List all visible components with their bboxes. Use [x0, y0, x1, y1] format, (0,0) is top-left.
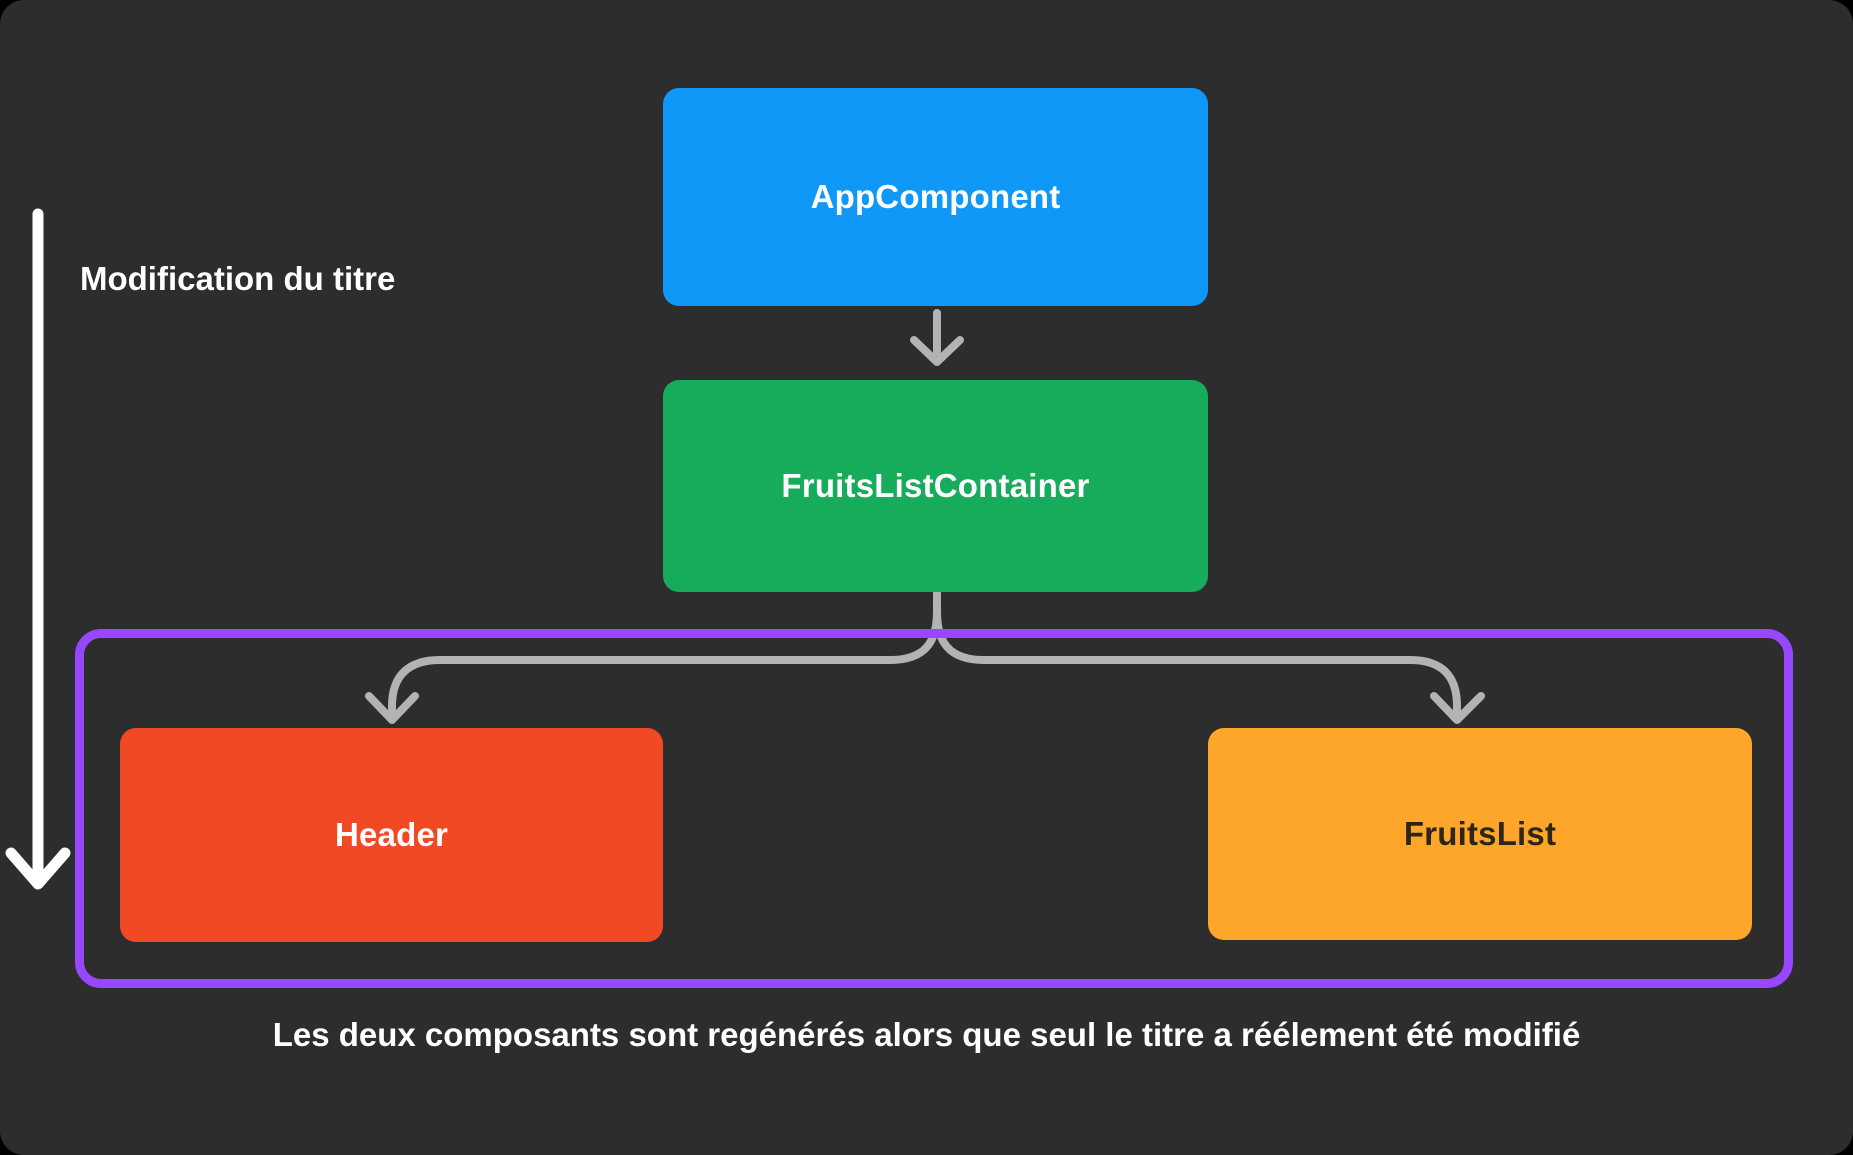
node-fruitslist: FruitsList [1208, 728, 1752, 940]
container-to-fruitslist-arrow-head [1430, 692, 1485, 724]
container-to-header-arrow-head [365, 692, 419, 724]
node-fruitslistcontainer: FruitsListContainer [663, 380, 1208, 592]
bottom-caption: Les deux composants sont regénérés alors… [272, 1016, 1581, 1053]
modification-arrow-head [5, 847, 71, 890]
node-fruitslist-label: FruitsList [1403, 815, 1557, 852]
app-to-container-arrow [910, 309, 964, 366]
node-appcomponent-label: AppComponent [810, 178, 1061, 215]
node-header: Header [120, 728, 663, 942]
modification-arrow [5, 208, 71, 890]
app-to-container-arrow-head [910, 336, 964, 366]
node-fruitslistcontainer-label: FruitsListContainer [781, 467, 1090, 504]
regenerated-components-outline [75, 629, 1793, 988]
node-appcomponent: AppComponent [663, 88, 1208, 306]
node-header-label: Header [334, 816, 449, 853]
modification-note: Modification du titre [80, 260, 396, 297]
